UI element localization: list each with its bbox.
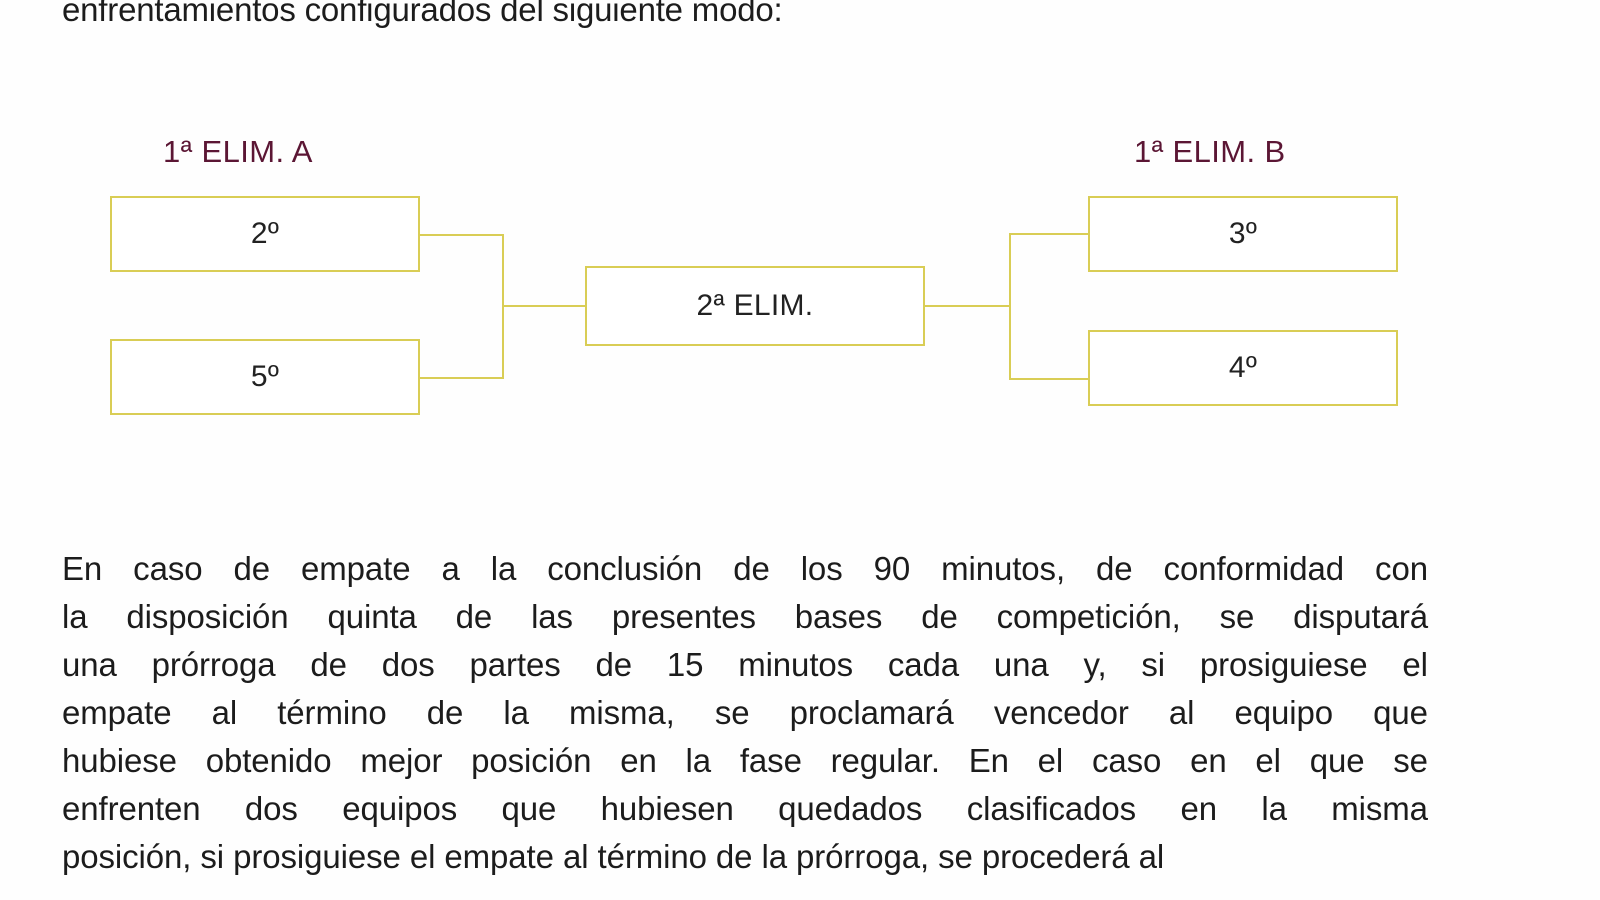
bracket-heading-left: 1ª ELIM. A <box>163 134 313 169</box>
bracket-node-final: 2ª ELIM. <box>585 266 925 346</box>
connector-left-stem <box>502 305 587 307</box>
bracket-heading-right: 1ª ELIM. B <box>1134 134 1286 169</box>
bracket-node-left-top: 2º <box>110 196 420 272</box>
connector-right-stem <box>925 305 1011 307</box>
intro-paragraph-line: enfrentamientos configurados del siguien… <box>62 0 783 28</box>
connector-right-vertical <box>1009 233 1011 380</box>
bracket-node-left-bottom: 5º <box>110 339 420 415</box>
elimination-bracket-diagram: 1ª ELIM. A 1ª ELIM. B 2º 5º 2ª ELIM. 3º … <box>110 134 1398 415</box>
connector-right-bottom-horizontal <box>1009 378 1090 380</box>
connector-right-top-horizontal <box>1009 233 1090 235</box>
bracket-node-right-bottom: 4º <box>1088 330 1398 406</box>
connector-left-top-horizontal <box>420 234 504 236</box>
connector-left-bottom-horizontal <box>420 377 504 379</box>
bracket-node-right-top: 3º <box>1088 196 1398 272</box>
body-line: posición, si prosiguiese el empate al té… <box>62 838 1165 875</box>
